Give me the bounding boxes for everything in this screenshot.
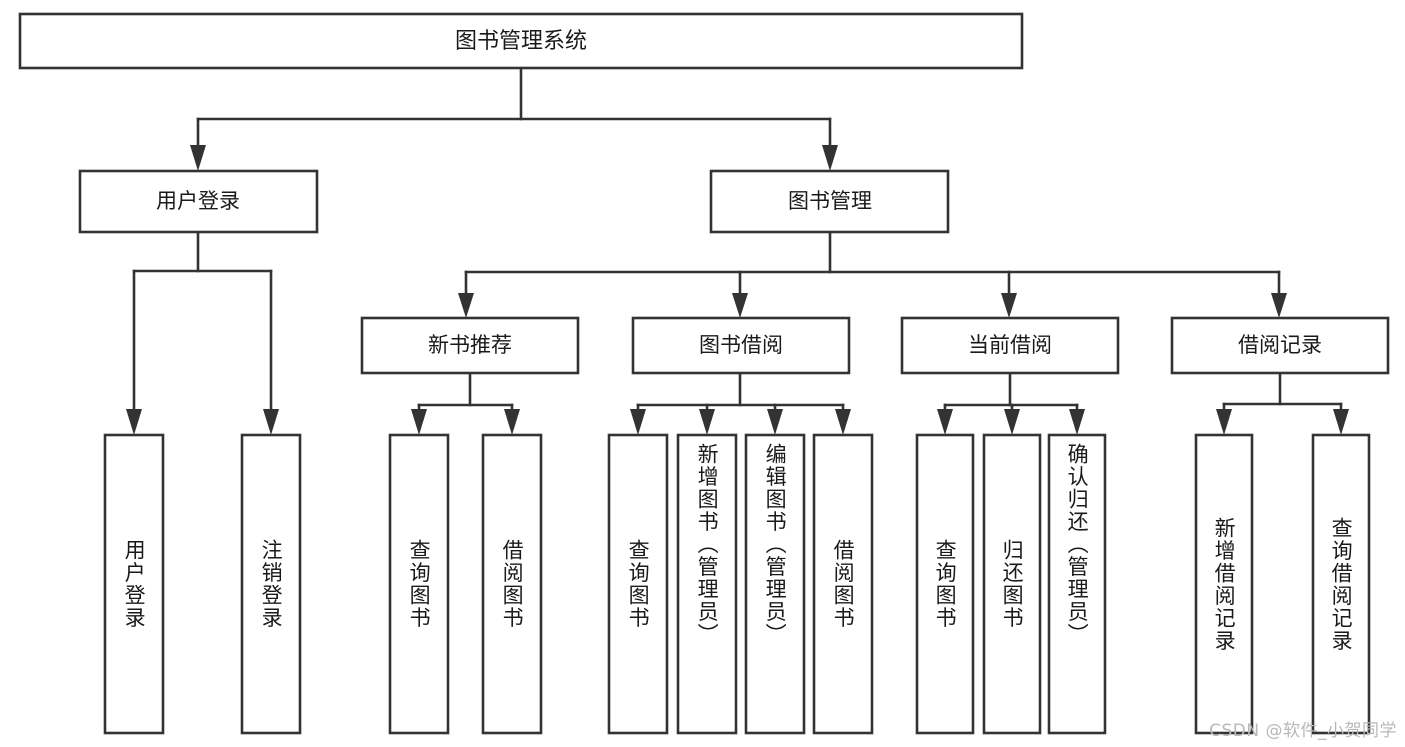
connector-group-new-book-recommend xyxy=(411,371,520,435)
arrow-head-leaf-borrow-book-2 xyxy=(835,409,851,435)
node-book-manage-label: 图书管理 xyxy=(788,189,872,213)
node-book-manage-box[interactable] xyxy=(709,169,950,234)
connector-group-book-borrow xyxy=(630,371,851,435)
leaf-box-confirm-return[interactable] xyxy=(1047,433,1107,735)
leaf-box-logout[interactable] xyxy=(240,433,302,735)
leaf-boxes-group xyxy=(103,433,1371,735)
leaf-box-user-login[interactable] xyxy=(103,433,165,735)
arrow-head-leaf-logout xyxy=(263,409,279,435)
node-user-login-label: 用户登录 xyxy=(156,189,240,213)
leaf-box-add-record[interactable] xyxy=(1194,433,1254,735)
arrow-head-leaf-edit-book xyxy=(767,409,783,435)
leaf-box-query-record[interactable] xyxy=(1311,433,1371,735)
node-new-book-recommend-box[interactable] xyxy=(360,316,580,375)
node-borrow-record-box[interactable] xyxy=(1170,316,1390,375)
node-current-borrow[interactable]: 当前借阅 xyxy=(900,316,1120,375)
arrow-head-book-manage xyxy=(822,145,838,171)
node-book-borrow[interactable]: 图书借阅 xyxy=(631,316,851,375)
arrow-head-new-book-recommend xyxy=(458,293,474,318)
node-root-box[interactable] xyxy=(18,12,1024,70)
connector-group-user-login xyxy=(126,230,279,435)
node-user-login-box[interactable] xyxy=(78,169,319,234)
node-user-login[interactable]: 用户登录 xyxy=(78,169,319,234)
csdn-watermark: CSDN @软件_小贺同学 xyxy=(1209,721,1397,741)
leaf-box-borrow-book-1[interactable] xyxy=(481,433,543,735)
connector-group-borrow-record xyxy=(1216,371,1349,435)
node-new-book-recommend[interactable]: 新书推荐 xyxy=(360,316,580,375)
arrow-head-leaf-query-record xyxy=(1333,409,1349,435)
node-book-borrow-label: 图书借阅 xyxy=(699,333,783,357)
leaf-box-return-book[interactable] xyxy=(982,433,1042,735)
arrow-head-leaf-add-book xyxy=(699,409,715,435)
arrow-head-borrow-record xyxy=(1271,293,1287,318)
leaf-box-query-book-1[interactable] xyxy=(388,433,450,735)
leaf-box-query-book-3[interactable] xyxy=(915,433,975,735)
arrow-head-user-login xyxy=(190,145,206,171)
arrow-head-leaf-query-book-2 xyxy=(630,409,646,435)
leaf-box-borrow-book-2[interactable] xyxy=(812,433,874,735)
arrow-head-leaf-query-book-1 xyxy=(411,409,427,435)
arrow-head-leaf-query-book-3 xyxy=(937,409,953,435)
node-borrow-record-label: 借阅记录 xyxy=(1238,333,1322,357)
arrow-head-book-borrow xyxy=(732,293,748,318)
node-book-borrow-box[interactable] xyxy=(631,316,851,375)
arrow-head-current-borrow xyxy=(1001,293,1017,318)
node-new-book-recommend-label: 新书推荐 xyxy=(428,333,512,357)
connector-group-current-borrow xyxy=(937,371,1085,435)
connector-group-root xyxy=(190,66,838,171)
node-current-borrow-box[interactable] xyxy=(900,316,1120,375)
arrow-head-leaf-user-login xyxy=(126,409,142,435)
node-root-label: 图书管理系统 xyxy=(455,29,587,54)
arrow-head-leaf-borrow-book-1 xyxy=(504,409,520,435)
leaf-box-query-book-2[interactable] xyxy=(607,433,669,735)
arrow-head-leaf-confirm-return xyxy=(1069,409,1085,435)
connector-group-book-manage xyxy=(458,230,1287,318)
node-book-manage[interactable]: 图书管理 xyxy=(709,169,950,234)
node-root[interactable]: 图书管理系统 xyxy=(18,12,1024,70)
arrow-head-leaf-add-record xyxy=(1216,409,1232,435)
leaf-box-add-book[interactable] xyxy=(676,433,738,735)
arrow-head-leaf-return-book xyxy=(1004,409,1020,435)
node-current-borrow-label: 当前借阅 xyxy=(968,333,1052,357)
leaf-box-edit-book[interactable] xyxy=(744,433,806,735)
node-borrow-record[interactable]: 借阅记录 xyxy=(1170,316,1390,375)
